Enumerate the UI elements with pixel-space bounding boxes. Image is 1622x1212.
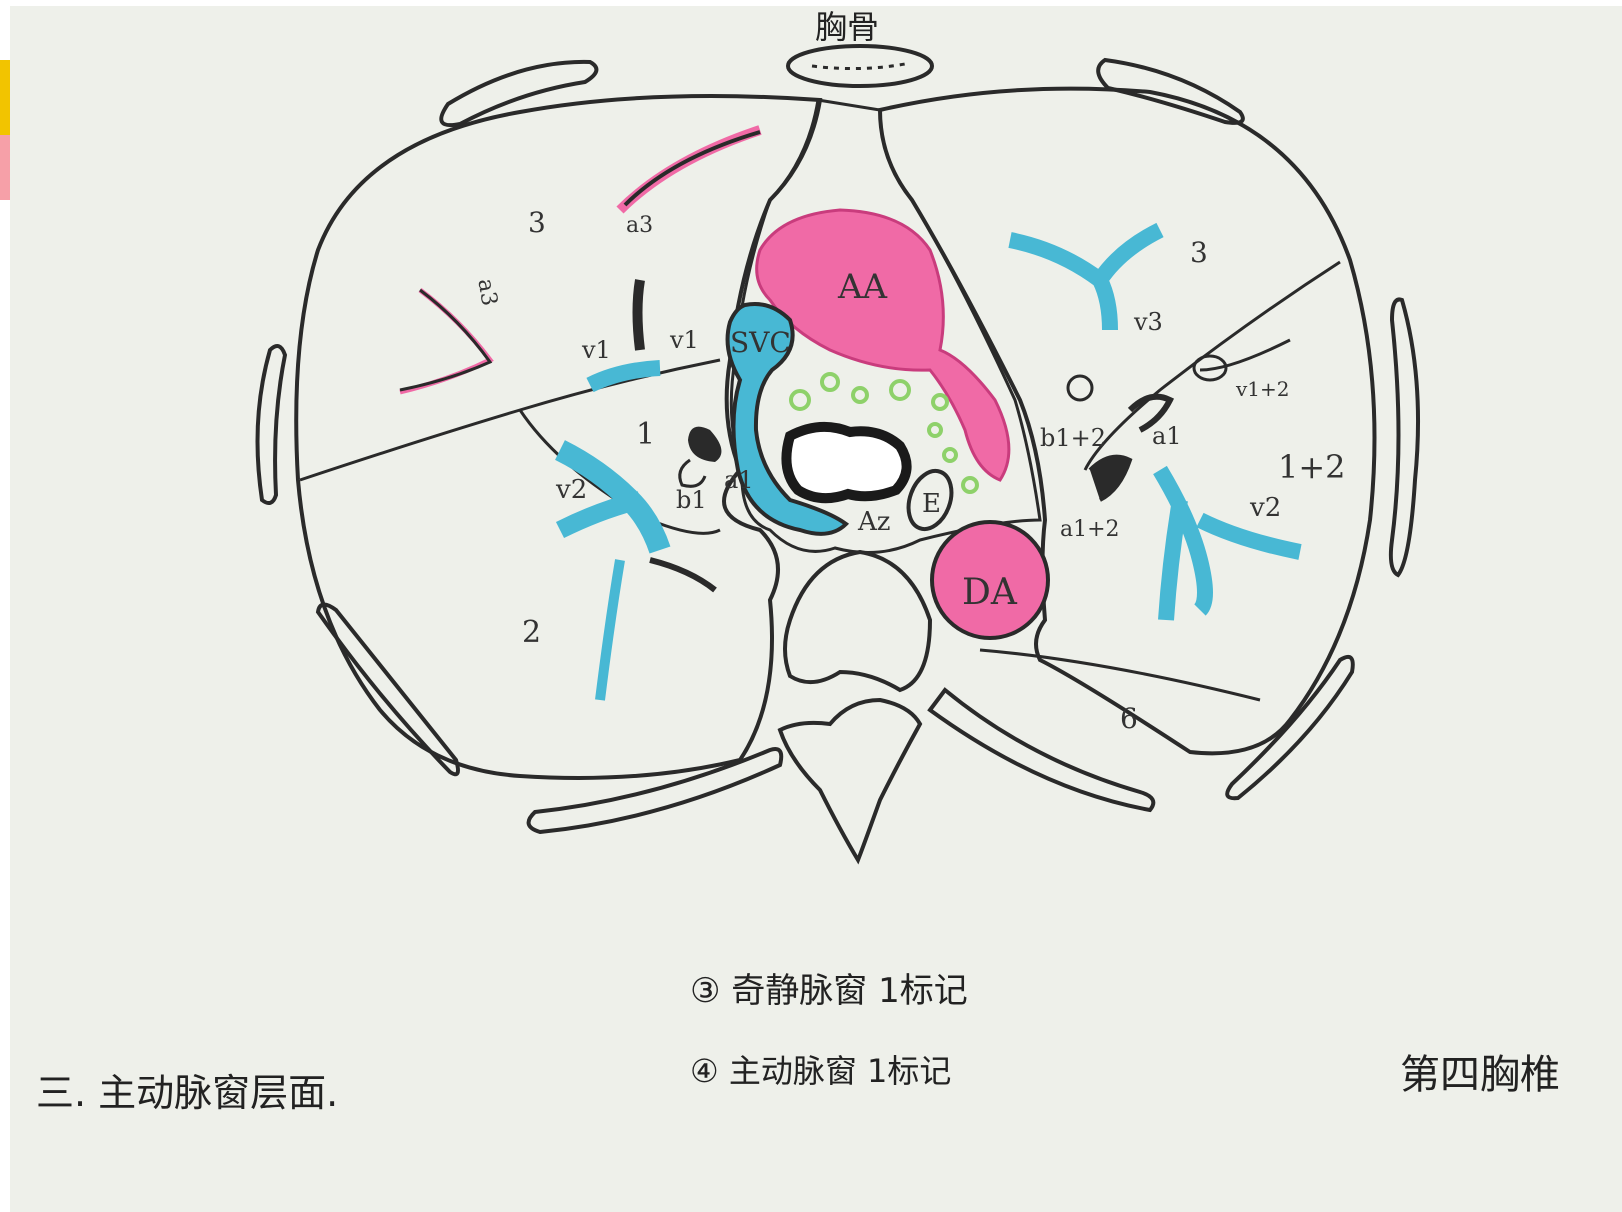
azygos-arch	[680, 427, 722, 487]
left-seg12-label: 1+2	[1278, 448, 1346, 486]
bottom-right-note: 第四胸椎	[1400, 1052, 1560, 1098]
right-a3-artery	[620, 130, 760, 210]
left-seg6-label: 6	[1120, 702, 1138, 735]
right-seg1-label: 1	[636, 417, 655, 452]
left-a1-label: a1	[1152, 422, 1182, 450]
rib-posterior-right	[529, 749, 782, 832]
right-a1-label: a1	[724, 466, 754, 494]
left-v12-label: v1+2	[1235, 377, 1290, 401]
vertebra	[780, 552, 930, 860]
note-4: ④ 主动脉窗 1标记	[690, 1052, 951, 1090]
right-a3-upper-label: a3	[626, 213, 653, 238]
left-hilar-artery	[1090, 457, 1130, 500]
right-v1-right-label: v1	[669, 326, 699, 354]
bottom-left-note: 三. 主动脉窗层面.	[36, 1071, 338, 1115]
left-oblique-fissure	[1085, 262, 1340, 470]
vertebral-arch	[780, 700, 920, 860]
left-seg3-label: 3	[1190, 236, 1208, 269]
note-3: ③ 奇静脉窗 1标记	[690, 971, 968, 1011]
trachea	[786, 427, 906, 498]
right-seg2-label: 2	[522, 615, 541, 650]
rib-left-bottom	[1227, 657, 1353, 798]
left-b12-label: b1+2	[1040, 424, 1106, 452]
right-minor-fissure	[300, 360, 720, 480]
right-v1-left-label: v1	[581, 336, 611, 364]
right-lower-vein	[600, 560, 620, 700]
vertebral-body	[785, 552, 930, 690]
left-v3-label: v3	[1133, 308, 1163, 336]
right-a3-lower	[400, 290, 490, 392]
right-a3-lower-label: a3	[472, 277, 501, 308]
sternum	[788, 46, 932, 86]
left-v2-label: v2	[1249, 493, 1281, 523]
left-a12-label: a1+2	[1060, 517, 1120, 542]
rib-right-top	[441, 62, 596, 125]
svc-label: SVC	[730, 326, 791, 359]
header-label: 胸骨	[815, 8, 879, 46]
right-v2-label: v2	[555, 475, 587, 505]
rib-right-side	[258, 346, 286, 503]
right-a3-branch	[638, 280, 641, 350]
left-lower-fissure	[980, 650, 1260, 700]
da-label: DA	[962, 572, 1018, 613]
e-label: E	[922, 489, 941, 519]
aa-label: AA	[837, 267, 888, 307]
right-b1-label: b1	[676, 486, 707, 514]
az-label: Az	[857, 507, 890, 537]
rib-right-bottom	[318, 604, 458, 774]
sternum-marrow	[812, 64, 905, 69]
rib-left-side	[1391, 299, 1418, 575]
right-seg3-label: 3	[528, 206, 546, 239]
right-lung-vessels	[400, 130, 760, 700]
